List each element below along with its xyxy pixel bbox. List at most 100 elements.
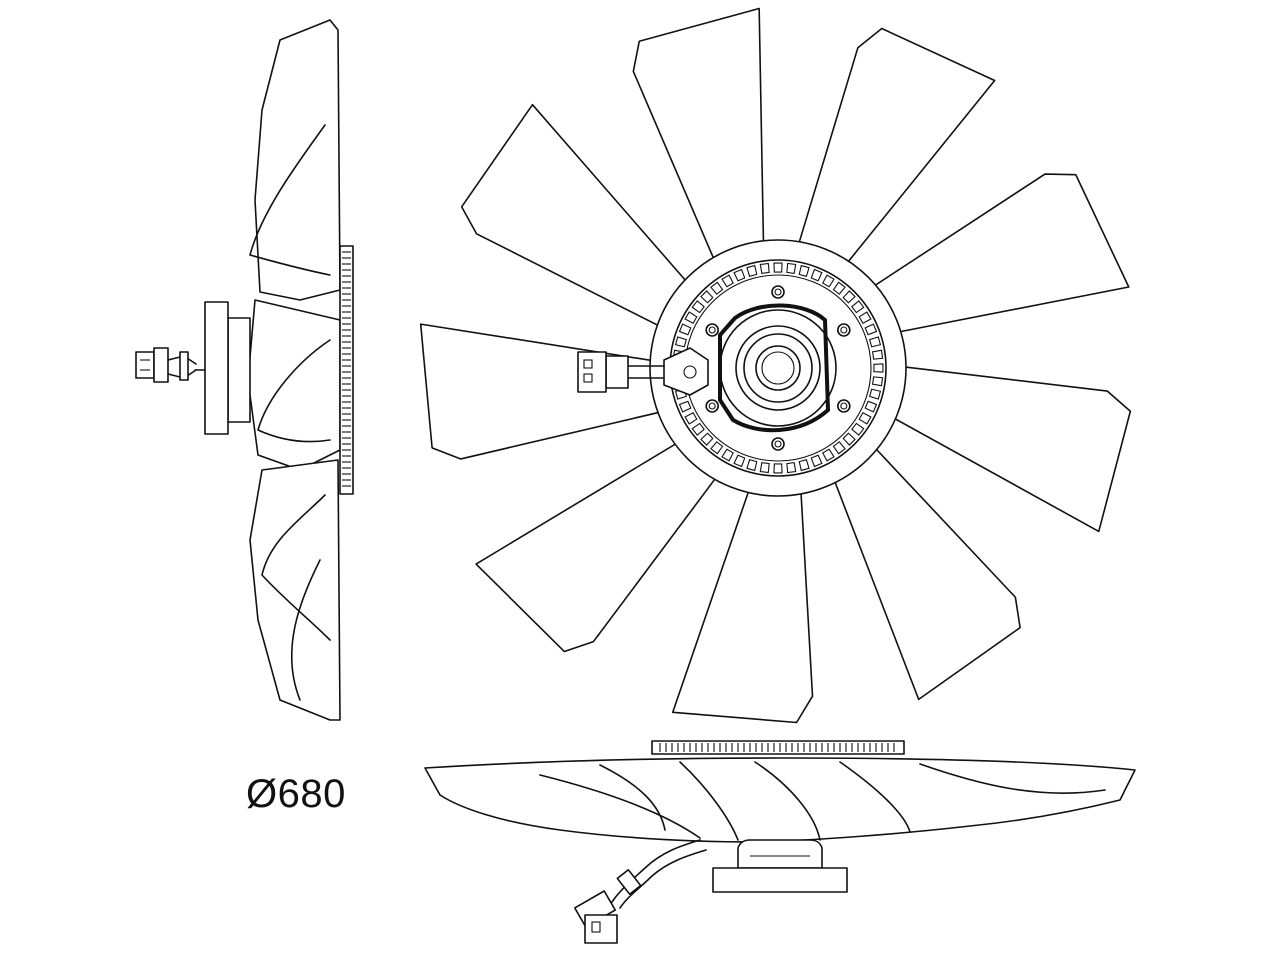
ring-slot	[864, 323, 878, 336]
bolt-hole-inner	[840, 326, 848, 334]
ring-slot	[822, 448, 835, 462]
ring-slot	[710, 441, 724, 455]
side-view-connector	[135, 347, 197, 383]
ring-slot	[773, 463, 783, 474]
ring-slot	[684, 412, 698, 425]
ring-slot	[786, 262, 797, 274]
bottom-view-blade-line-1	[539, 774, 701, 839]
bolt-hole-inner	[840, 402, 848, 410]
bottom-view-sensor-ring	[651, 740, 905, 755]
side-view-hub	[227, 317, 251, 423]
front-view-ring-slots	[672, 262, 884, 474]
ring-slot	[733, 454, 746, 468]
ring-slot	[872, 349, 884, 360]
bottom-view-hub	[737, 839, 823, 869]
ring-slot	[721, 448, 734, 462]
bolt-hole-inner	[774, 288, 782, 296]
bolt-hole-inner	[708, 326, 716, 334]
front-view-hub-ring	[735, 325, 821, 411]
ring-slot	[721, 274, 734, 288]
front-view-clutch-outline	[718, 303, 831, 433]
front-view-hub-ring-2	[743, 333, 813, 403]
ring-slot	[864, 400, 878, 413]
diameter-label: Ø680	[246, 772, 346, 816]
bolt-hole	[705, 399, 719, 413]
fan-blade	[632, 7, 765, 268]
bottom-view-blade-line-2	[679, 761, 739, 841]
ring-slot	[700, 432, 714, 446]
ring-slot	[869, 388, 882, 400]
ring-slot	[674, 336, 687, 348]
ring-slot	[759, 462, 770, 474]
ring-slot	[746, 459, 758, 472]
bottom-view-blade-line-5	[919, 763, 1106, 794]
ring-slot	[851, 422, 865, 436]
fan-blade	[866, 173, 1130, 335]
side-view	[135, 19, 354, 721]
side-view-blade-lower-inner-2	[290, 559, 321, 701]
bolt-hole	[771, 285, 785, 299]
ring-slot	[678, 323, 692, 336]
bottom-view-connector	[573, 839, 707, 944]
ring-slot	[786, 462, 797, 474]
ring-slot	[872, 376, 884, 387]
ring-slot	[691, 300, 705, 314]
ring-slot	[733, 268, 746, 282]
ring-slot	[832, 441, 846, 455]
ring-slot	[832, 281, 846, 295]
bottom-view-ring-teeth	[659, 743, 895, 752]
side-view-flange	[204, 301, 229, 435]
front-view	[419, 7, 1132, 724]
ring-slot	[710, 281, 724, 295]
bottom-view	[424, 740, 1136, 944]
front-view-ring-outer	[649, 239, 907, 497]
fan-blade	[475, 438, 722, 653]
bottom-view-flange	[712, 867, 848, 893]
ring-slot	[873, 363, 884, 373]
front-view-clutch-body	[719, 309, 837, 427]
bolt-hole	[837, 323, 851, 337]
side-view-sensor-ring	[339, 245, 354, 495]
side-view-blade-lower	[249, 459, 341, 721]
ring-slot	[822, 274, 835, 288]
side-view-ring-teeth	[342, 251, 351, 487]
ring-slot	[700, 290, 714, 304]
front-view-hub-bore	[755, 345, 801, 391]
bottom-view-blade-line-3	[754, 761, 821, 841]
ring-slot	[810, 454, 823, 468]
ring-slot	[851, 300, 865, 314]
bolt-hole	[771, 437, 785, 451]
front-view-hub-bore-inner	[761, 351, 795, 385]
ring-slot	[842, 432, 856, 446]
bolt-hole	[837, 399, 851, 413]
bottom-view-blade-line-4	[839, 761, 911, 833]
bolt-hole-inner	[708, 402, 716, 410]
side-view-blade-upper	[254, 19, 341, 301]
ring-slot	[759, 262, 770, 274]
ring-slot	[858, 412, 872, 425]
front-view-bolt-holes	[705, 285, 851, 451]
side-view-blade-lower-inner	[261, 494, 331, 641]
ring-slot	[773, 262, 783, 273]
ring-slot	[869, 336, 882, 348]
ring-slot	[691, 422, 705, 436]
fan-blade	[830, 441, 1021, 701]
side-view-blade-mid	[247, 299, 341, 471]
ring-slot	[858, 311, 872, 324]
ring-slot	[678, 400, 692, 413]
ring-slot	[842, 290, 856, 304]
front-view-blades	[419, 7, 1132, 724]
bolt-hole	[705, 323, 719, 337]
fan-blade	[460, 103, 693, 331]
ring-slot	[684, 311, 698, 324]
ring-slot	[798, 459, 810, 472]
side-view-blade-upper-inner	[249, 124, 331, 276]
ring-slot	[810, 268, 823, 282]
fan-blade	[419, 323, 669, 460]
fan-blade	[671, 482, 814, 724]
front-view-sensor	[577, 347, 709, 396]
bottom-view-blades-outline	[424, 757, 1136, 843]
bolt-hole-inner	[774, 440, 782, 448]
side-view-blade-mid-inner	[257, 339, 331, 443]
